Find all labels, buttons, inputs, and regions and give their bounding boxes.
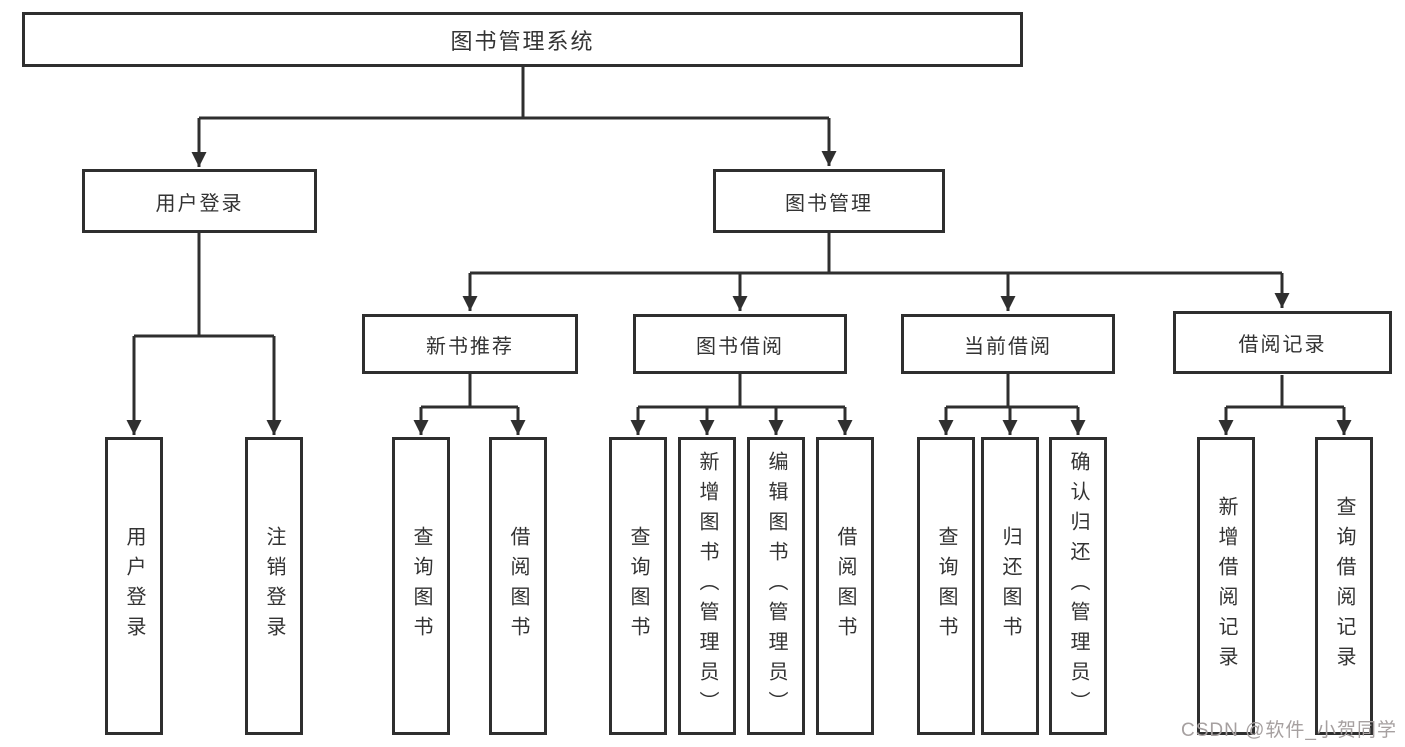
leaf-cb-query-book-label: 查询图书	[935, 526, 957, 646]
leaf-br-add-record-label: 新增借阅记录	[1215, 496, 1237, 676]
leaf-nb-borrow-book: 借阅图书	[489, 437, 547, 735]
leaf-user-login-label: 用户登录	[123, 526, 145, 646]
node-current-borrow: 当前借阅	[901, 314, 1115, 374]
leaf-cb-return-book: 归还图书	[981, 437, 1039, 735]
leaf-logout-label: 注销登录	[263, 526, 285, 646]
leaf-bb-query-book: 查询图书	[609, 437, 667, 735]
leaf-br-query-record: 查询借阅记录	[1315, 437, 1373, 735]
leaf-bb-add-book-admin-label: 新增图书（管理员）	[696, 451, 718, 721]
leaf-bb-query-book-label: 查询图书	[627, 526, 649, 646]
node-book-management: 图书管理	[713, 169, 945, 233]
leaf-bb-edit-book-admin-label: 编辑图书（管理员）	[765, 451, 787, 721]
leaf-user-login: 用户登录	[105, 437, 163, 735]
node-new-book-recommend: 新书推荐	[362, 314, 578, 374]
leaf-cb-query-book: 查询图书	[917, 437, 975, 735]
leaf-cb-confirm-return-admin: 确认归还（管理员）	[1049, 437, 1107, 735]
leaf-nb-query-book-label: 查询图书	[410, 526, 432, 646]
leaf-bb-add-book-admin: 新增图书（管理员）	[678, 437, 736, 735]
node-borrow-record: 借阅记录	[1173, 311, 1392, 374]
leaf-logout: 注销登录	[245, 437, 303, 735]
leaf-nb-borrow-book-label: 借阅图书	[507, 526, 529, 646]
leaf-bb-borrow-book-label: 借阅图书	[834, 526, 856, 646]
leaf-cb-confirm-return-admin-label: 确认归还（管理员）	[1067, 451, 1089, 721]
node-book-borrow: 图书借阅	[633, 314, 847, 374]
node-root-system: 图书管理系统	[22, 12, 1023, 67]
leaf-bb-edit-book-admin: 编辑图书（管理员）	[747, 437, 805, 735]
leaf-br-query-record-label: 查询借阅记录	[1333, 496, 1355, 676]
node-user-login: 用户登录	[82, 169, 317, 233]
leaf-br-add-record: 新增借阅记录	[1197, 437, 1255, 735]
leaf-nb-query-book: 查询图书	[392, 437, 450, 735]
leaf-cb-return-book-label: 归还图书	[999, 526, 1021, 646]
leaf-bb-borrow-book: 借阅图书	[816, 437, 874, 735]
